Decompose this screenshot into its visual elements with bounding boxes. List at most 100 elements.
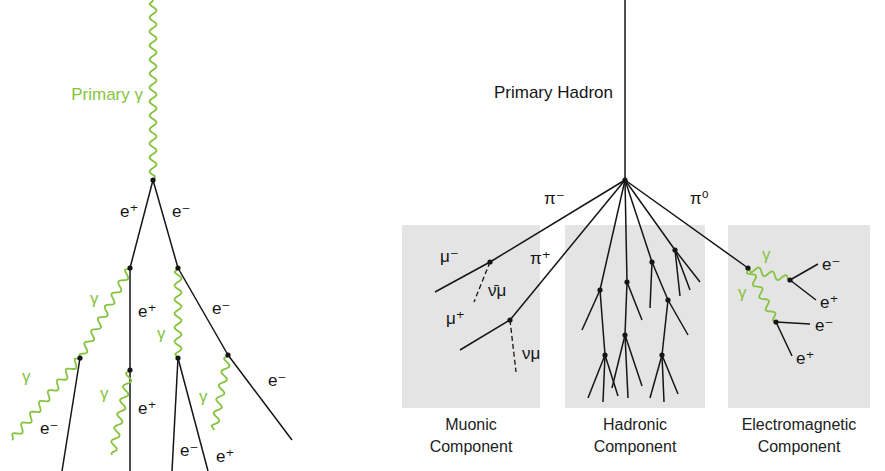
vertex-dot: [225, 352, 230, 357]
photon-track: [212, 355, 230, 430]
particle-track: [675, 250, 680, 296]
particle-track: [153, 180, 178, 268]
primary-label: Primary γ: [71, 86, 143, 104]
vertex-dot: [773, 319, 778, 324]
particle-track: [625, 282, 627, 335]
particle-label: π⁺: [530, 250, 551, 268]
particle-track: [178, 358, 208, 471]
particle-label: γ: [157, 325, 166, 343]
particle-label: e⁺: [796, 350, 814, 368]
vertex-dot: [175, 265, 180, 270]
particle-label: e⁻: [172, 203, 190, 221]
particle-track: [662, 355, 664, 402]
particle-track: [605, 355, 618, 396]
primary-label: Primary Hadron: [494, 84, 613, 102]
component-panel: Electromagnetic Component: [728, 225, 870, 408]
vertex-dot: [175, 355, 180, 360]
particle-label: e⁻: [268, 372, 286, 390]
vertex-dot: [487, 259, 492, 264]
vertex-dot: [127, 367, 132, 372]
particle-track: [612, 335, 625, 388]
particle-track: [627, 282, 642, 320]
particle-label: e⁻: [40, 420, 58, 438]
particle-track: [510, 180, 625, 320]
vertex-dot: [127, 265, 132, 270]
vertex-dot: [77, 355, 82, 360]
particle-track: [62, 358, 80, 471]
vertex-dot: [507, 317, 512, 322]
particle-label: γ: [100, 385, 109, 403]
neutrino-track: [474, 262, 490, 302]
particle-track: [776, 322, 810, 324]
component-caption: Electromagnetic Component: [742, 414, 857, 458]
particle-track: [790, 264, 818, 280]
vertex-dot: [745, 265, 750, 270]
particle-track: [776, 322, 792, 356]
vertex-dot: [659, 352, 664, 357]
particle-track: [603, 355, 605, 402]
particle-track: [490, 180, 625, 262]
particle-track: [662, 300, 668, 355]
particle-label: ν̄μ: [488, 282, 506, 300]
particle-label: μ⁺: [446, 310, 465, 328]
particle-label: π⁻: [544, 190, 565, 208]
particle-label: e⁻: [822, 256, 840, 274]
particle-label: e⁺: [820, 294, 838, 312]
component-panel: Hadronic Component: [565, 225, 705, 408]
particle-track: [460, 320, 510, 350]
particle-label: γ: [738, 284, 747, 302]
particle-track: [625, 335, 642, 386]
particle-label: e⁺: [138, 303, 156, 321]
particle-label: e⁺: [120, 203, 138, 221]
photon-track: [12, 358, 80, 440]
vertex-dot: [622, 177, 627, 182]
panel-background: [565, 225, 705, 408]
particle-label: μ⁻: [440, 248, 459, 266]
particle-label: e⁻: [180, 442, 198, 460]
particle-label: e⁻: [815, 317, 833, 335]
vertex-dot: [622, 332, 627, 337]
vertex-dot: [602, 352, 607, 357]
particle-label: νμ: [522, 345, 540, 363]
neutrino-track: [510, 320, 516, 372]
particle-track: [600, 180, 625, 290]
particle-label: γ: [90, 290, 99, 308]
vertex-dot: [624, 279, 629, 284]
component-caption: Muonic Component: [430, 414, 513, 458]
particle-track: [790, 280, 816, 300]
particle-label: π⁰: [690, 190, 709, 208]
vertex-dot: [787, 277, 792, 282]
component-caption: Hadronic Component: [594, 414, 677, 458]
component-panel: Muonic Component: [402, 225, 540, 408]
particle-track: [172, 358, 178, 471]
photon-track: [150, 0, 157, 180]
panel-background: [402, 225, 540, 408]
track-layer: [12, 0, 818, 471]
particle-track: [130, 180, 153, 268]
particle-track: [624, 0, 626, 180]
particle-track: [228, 355, 292, 440]
panel-background: [728, 225, 870, 408]
particle-track: [600, 290, 605, 355]
particle-track: [625, 180, 675, 250]
particle-track: [650, 262, 652, 308]
particle-track: [668, 300, 688, 335]
particle-track: [435, 262, 490, 292]
vertex-dot: [672, 247, 677, 252]
particle-label: γ: [762, 246, 771, 264]
particle-track: [625, 180, 748, 268]
particle-label: e⁻: [212, 300, 230, 318]
vertex-dot: [597, 287, 602, 292]
particle-label: γ: [199, 388, 208, 406]
particle-track: [625, 180, 652, 262]
photon-track: [747, 268, 776, 322]
photon-track: [111, 370, 131, 455]
particle-track: [588, 355, 605, 398]
particle-label: e⁺: [138, 400, 156, 418]
vertex-dot: [665, 297, 670, 302]
vertex-dot: [150, 177, 155, 182]
particle-track: [675, 250, 700, 282]
particle-track: [650, 355, 662, 398]
